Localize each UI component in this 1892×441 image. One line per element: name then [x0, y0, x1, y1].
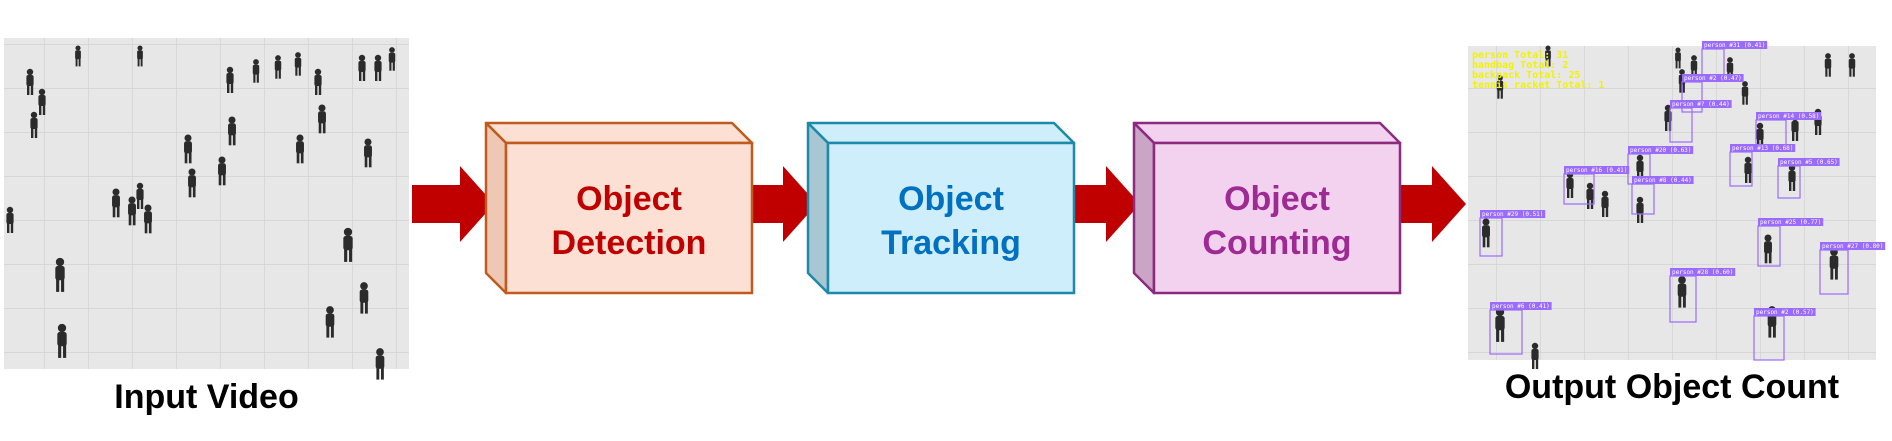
flow-arrow-1 — [412, 166, 494, 242]
walker-figure — [1531, 342, 1539, 369]
walker-figure — [75, 45, 81, 67]
count-stat-line: person Total: 31 — [1472, 50, 1568, 61]
walker-figure — [375, 348, 385, 380]
detection-box: person #27 (0.80) — [1819, 242, 1886, 295]
detection-box: person #29 (0.51) — [1479, 210, 1546, 257]
detection-label: person #6 (0.41) — [1492, 303, 1550, 310]
walker-figure — [112, 188, 120, 218]
detection-box: person #28 (0.60) — [1669, 268, 1736, 323]
detection-box: person #? (0.44) — [1669, 100, 1732, 143]
detection-box: person #6 (0.41) — [1489, 302, 1552, 355]
walker-figure — [1675, 47, 1681, 69]
input-video-image — [4, 38, 409, 380]
detection-label: person #31 (0.41) — [1704, 42, 1765, 49]
detection-box: person #8 (0.44) — [1631, 176, 1694, 215]
walker-figure — [1824, 53, 1832, 77]
walker-figure — [296, 134, 304, 164]
walker-figure — [1636, 196, 1644, 223]
walker-figure — [1496, 75, 1504, 99]
walker-figure — [38, 88, 46, 115]
walker-figure — [1545, 45, 1551, 67]
walker-figure — [314, 68, 322, 95]
walker-figure — [1744, 156, 1752, 183]
detection-label: person #16 (0.41) — [1566, 167, 1627, 174]
stage-label-line2: Counting — [1202, 224, 1351, 262]
walker-figure — [318, 104, 326, 134]
walker-figure — [188, 168, 196, 198]
walker-figure — [144, 204, 152, 234]
detection-box: person #25 (0.77) — [1757, 218, 1824, 267]
detection-label: person #25 (0.77) — [1760, 219, 1821, 226]
stage-label-line1: Object — [576, 180, 682, 218]
flow-arrow-2 — [735, 166, 817, 242]
walker-figure — [1601, 190, 1609, 217]
detection-box: person #2 (0.57) — [1753, 308, 1816, 361]
detection-box: person #13 (0.68) — [1729, 144, 1796, 187]
walker-figure — [359, 282, 369, 314]
detection-label: person #27 (0.80) — [1822, 243, 1883, 250]
walker-figure — [374, 54, 382, 81]
walker-figure — [358, 54, 366, 81]
walker-figure — [274, 55, 282, 79]
output-count-caption: Output Object Count — [1504, 368, 1840, 406]
walker-figure — [30, 111, 38, 138]
detection-label: person #2 (0.57) — [1756, 309, 1814, 316]
stage-label-line2: Tracking — [881, 224, 1021, 262]
walker-figure — [1764, 234, 1772, 264]
walker-figure — [136, 182, 144, 209]
detection-label: person #28 (0.60) — [1672, 269, 1733, 276]
walker-figure — [1788, 164, 1796, 191]
flow-arrow-3 — [1058, 166, 1140, 242]
detection-label: person #? (0.44) — [1672, 101, 1730, 108]
output-count-image: person #31 (0.41) person #2 (0.47) person … — [1468, 41, 1886, 369]
stage-label-line1: Object — [1224, 180, 1330, 218]
walker-figure — [228, 116, 236, 146]
walker-figure — [26, 68, 34, 95]
walker-figure — [343, 227, 353, 262]
flow-arrow-4 — [1384, 166, 1466, 242]
count-stat-line: tennis racket Total: 1 — [1472, 79, 1604, 91]
walker-figure — [1848, 53, 1856, 77]
stage-label-line2: Detection — [552, 224, 707, 262]
walker-figure — [1482, 218, 1490, 248]
stage-label-line1: Object — [898, 180, 1004, 218]
input-video-caption: Input Video — [114, 378, 299, 416]
walker-figure — [6, 206, 14, 233]
detection-label: person #29 (0.51) — [1482, 211, 1543, 218]
walker-figure — [128, 196, 136, 226]
walker-figure — [294, 52, 302, 76]
walker-figure — [137, 45, 143, 67]
walker-figure — [184, 134, 192, 164]
walker-figure — [55, 257, 65, 292]
walker-figure — [325, 306, 335, 338]
detection-label: person #8 (0.44) — [1634, 177, 1692, 184]
walker-figure — [1677, 276, 1687, 308]
count-stat-line: backpack Total: 25 — [1472, 70, 1580, 81]
walker-figure — [1741, 81, 1749, 105]
detection-box: person #5 (0.65) — [1777, 158, 1840, 199]
walker-figure — [388, 47, 396, 71]
walker-figure — [364, 138, 372, 168]
detection-label: person #2 (0.47) — [1684, 75, 1742, 82]
walker-figure — [218, 156, 226, 186]
flow-arrows — [412, 166, 1466, 242]
detection-label: person #14 (0.58) — [1758, 113, 1819, 120]
detection-label: person #13 (0.68) — [1732, 145, 1793, 152]
pipeline-stages: ObjectDetectionObjectTrackingObjectCount… — [484, 121, 1402, 295]
detection-box: person #16 (0.41) — [1563, 166, 1630, 205]
walker-figure — [57, 323, 67, 358]
count-stat-line: handbag Total: 2 — [1472, 60, 1568, 71]
detection-label: person #5 (0.65) — [1780, 159, 1838, 166]
walker-figure — [252, 59, 260, 83]
walker-figure — [226, 66, 234, 93]
detection-label: person #20 (0.63) — [1630, 147, 1691, 154]
